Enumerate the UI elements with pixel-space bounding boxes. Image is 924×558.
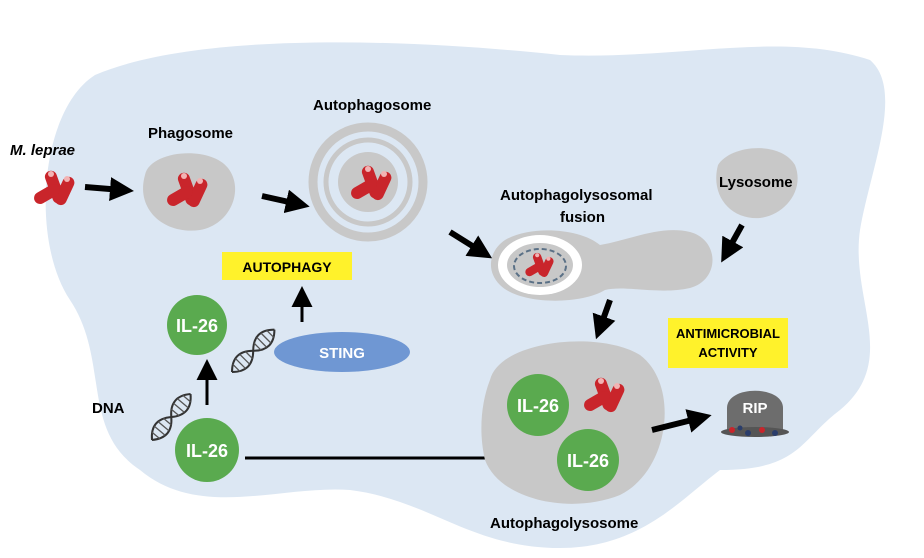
arrow bbox=[448, 229, 493, 259]
il26-label: IL-26 bbox=[186, 441, 228, 461]
autophagy-label: AUTOPHAGY bbox=[242, 259, 332, 275]
il26-label: IL-26 bbox=[176, 316, 218, 336]
m-leprae-label: M. leprae bbox=[10, 142, 75, 159]
autophagosome-inner-membrane bbox=[323, 137, 413, 227]
antimicrobial-label-line1: ANTIMICROBIAL bbox=[676, 326, 780, 341]
il26-label: IL-26 bbox=[517, 396, 559, 416]
il26-circle bbox=[175, 418, 239, 482]
sting-ellipse bbox=[274, 332, 410, 372]
arrow bbox=[651, 409, 712, 433]
autophagolysosome-label: Autophagolysosome bbox=[490, 515, 638, 532]
antimicrobial-label-line2: ACTIVITY bbox=[698, 345, 758, 360]
tombstone-icon bbox=[727, 390, 783, 432]
il26-circle bbox=[167, 295, 227, 355]
fusion-label-line1: Autophagolysosomal bbox=[500, 187, 653, 204]
autophagosome-outer-membrane bbox=[308, 122, 428, 242]
autophagy-box bbox=[222, 252, 352, 280]
dead-bacteria-icon bbox=[729, 425, 778, 436]
phagosome-label: Phagosome bbox=[148, 125, 233, 142]
rip-label: RIP bbox=[742, 400, 767, 417]
il26-circle bbox=[507, 374, 569, 436]
dna-label: DNA bbox=[92, 400, 125, 417]
cell-body bbox=[45, 42, 886, 548]
il26-circle bbox=[557, 429, 619, 491]
fusion-inner-vesicle bbox=[513, 248, 567, 284]
sting-label: STING bbox=[319, 345, 365, 362]
arrow bbox=[261, 189, 310, 214]
autophagosome-label: Autophagosome bbox=[313, 97, 431, 114]
arrow bbox=[592, 298, 616, 340]
lysosome-label: Lysosome bbox=[719, 174, 793, 191]
il26-label: IL-26 bbox=[567, 451, 609, 471]
arrow bbox=[721, 223, 745, 263]
fusion-label-line2: fusion bbox=[560, 209, 605, 226]
arrow bbox=[84, 177, 134, 201]
antimicrobial-activity-box bbox=[668, 318, 788, 368]
lysosome bbox=[716, 148, 798, 219]
